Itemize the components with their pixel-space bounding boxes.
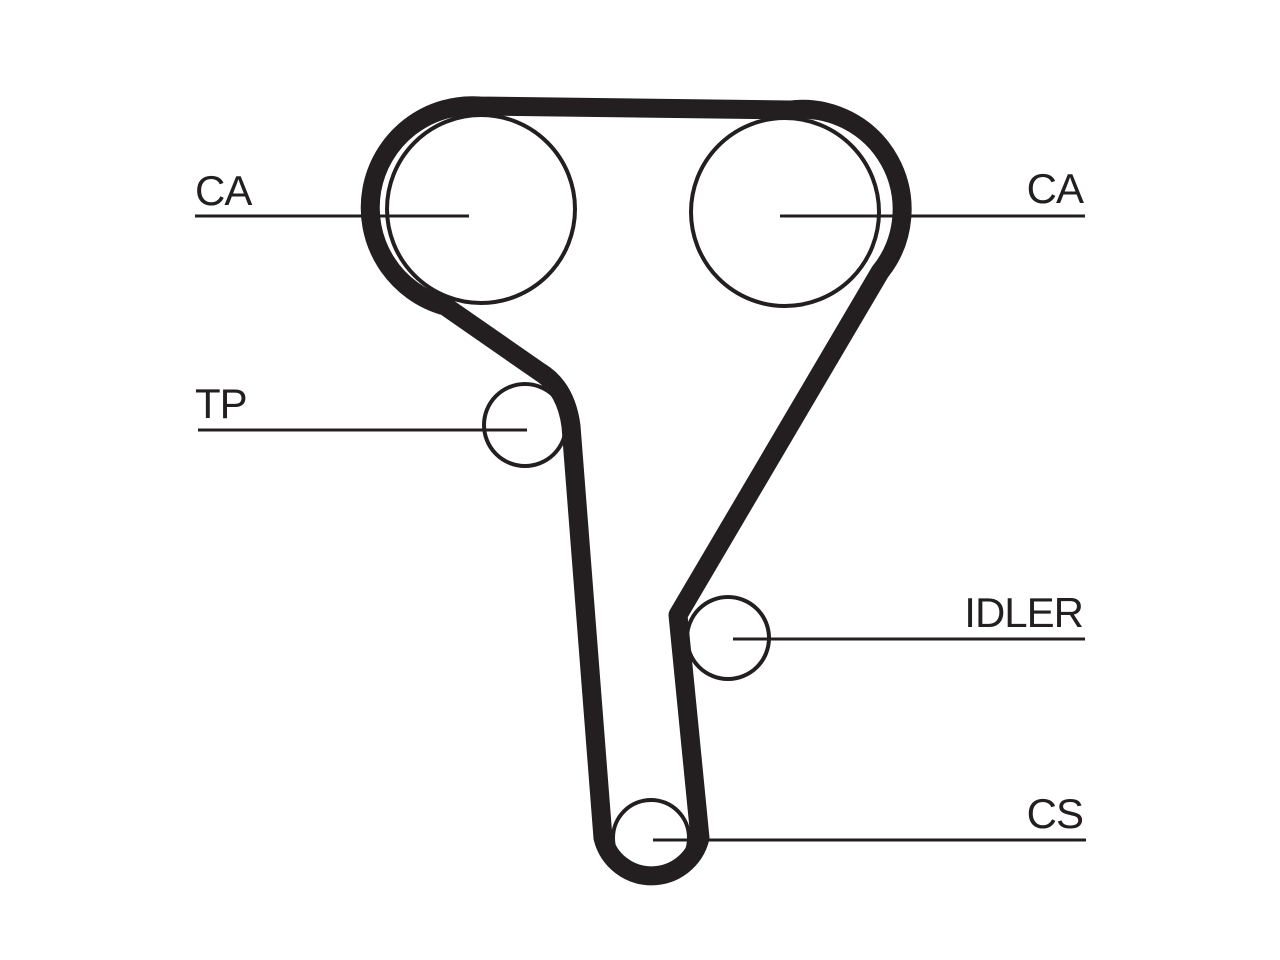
label-cam-right: CA (1027, 165, 1084, 212)
label-idler: IDLER (964, 589, 1083, 636)
tensioner-pulley (482, 382, 568, 468)
camshaft-pulley-left (385, 113, 577, 305)
label-tensioner: TP (195, 380, 247, 427)
camshaft-pulley-right (689, 116, 881, 308)
crankshaft-pulley (611, 798, 691, 878)
label-crankshaft: CS (1027, 790, 1083, 837)
timing-belt (360, 96, 912, 886)
label-cam-left: CA (195, 167, 252, 214)
